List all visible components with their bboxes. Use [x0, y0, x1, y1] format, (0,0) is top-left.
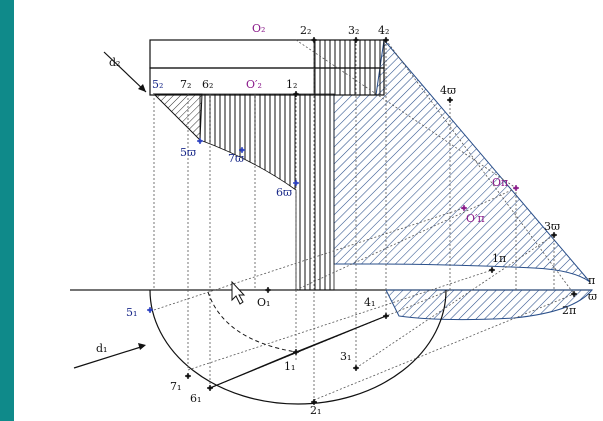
label-5w: 5ϖ	[180, 146, 196, 159]
shadow-left-triangle	[152, 93, 203, 142]
point-2-2	[311, 37, 317, 43]
label-4w: 4ϖ	[440, 84, 456, 97]
plan-semicircle	[149, 289, 447, 405]
projection-drawing: d₂ d₁ O₂ O′₂ 2₂ 3₂ 4₂ 5₂ 7₂ 6₂ 1₂ 4ϖ 5ϖ …	[70, 22, 597, 417]
label-pi: π	[588, 274, 595, 287]
label-O2-prime: O′₂	[246, 78, 262, 91]
point-7-1	[185, 373, 191, 379]
point-5w	[197, 138, 203, 144]
light-direction-d2	[103, 51, 147, 93]
point-4w	[447, 97, 453, 103]
label-3-1: 3₁	[340, 350, 351, 363]
point-3-1	[353, 365, 359, 371]
label-7w: 7ϖ	[228, 152, 244, 165]
label-6w: 6ϖ	[276, 186, 292, 199]
label-O1: O₁	[257, 296, 270, 309]
label-2pi: 2π	[562, 304, 576, 317]
label-O2: O₂	[252, 22, 265, 35]
label-3-2: 3₂	[348, 24, 359, 37]
hidden-arc-dashed	[207, 291, 297, 353]
point-6-1	[207, 385, 213, 391]
label-1-1: 1₁	[284, 360, 295, 373]
point-7w	[239, 147, 245, 153]
label-7-1: 7₁	[170, 380, 181, 393]
label-Opi: Oπ	[492, 176, 508, 189]
label-varpi: ϖ	[588, 290, 597, 303]
point-2-1	[311, 399, 317, 405]
top-plate-vlines	[313, 39, 385, 96]
label-Opi-prime: O′π	[466, 212, 485, 225]
shadow-region-lower	[385, 289, 594, 321]
drawing-canvas: d₂ d₁ O₂ O′₂ 2₂ 3₂ 4₂ 5₂ 7₂ 6₂ 1₂ 4ϖ 5ϖ …	[14, 0, 603, 421]
point-6w	[293, 180, 299, 186]
points-layer	[147, 37, 577, 405]
point-1-1	[293, 349, 299, 355]
label-1pi: 1π	[492, 252, 506, 265]
label-5-2: 5₂	[152, 78, 163, 91]
label-d2: d₂	[109, 56, 120, 69]
point-3w	[551, 232, 557, 238]
point-O1	[265, 287, 271, 293]
shadow-region-blue	[333, 38, 591, 283]
label-7-2: 7₂	[180, 78, 191, 91]
point-Opi-prime	[461, 205, 467, 211]
label-5-1: 5₁	[126, 306, 137, 319]
point-1pi	[489, 267, 495, 273]
mouse-cursor-icon	[231, 280, 246, 305]
point-4-2	[383, 37, 389, 43]
projection-lines	[153, 40, 555, 400]
point-2pi	[571, 291, 577, 297]
label-6-2: 6₂	[202, 78, 213, 91]
label-3w: 3ϖ	[544, 220, 560, 233]
point-3-2	[353, 37, 359, 43]
label-d1: d₁	[96, 342, 107, 355]
label-6-1: 6₁	[190, 392, 201, 405]
label-2-2: 2₂	[300, 24, 311, 37]
label-2-1: 2₁	[310, 404, 321, 417]
label-1-2: 1₂	[286, 78, 297, 91]
light-direction-d1	[73, 343, 146, 369]
point-Opi	[513, 185, 519, 191]
point-1-2	[293, 91, 299, 97]
point-5-1	[147, 307, 153, 313]
label-4-2: 4₂	[378, 24, 389, 37]
label-4-1: 4₁	[364, 296, 375, 309]
point-4-1	[383, 313, 389, 319]
